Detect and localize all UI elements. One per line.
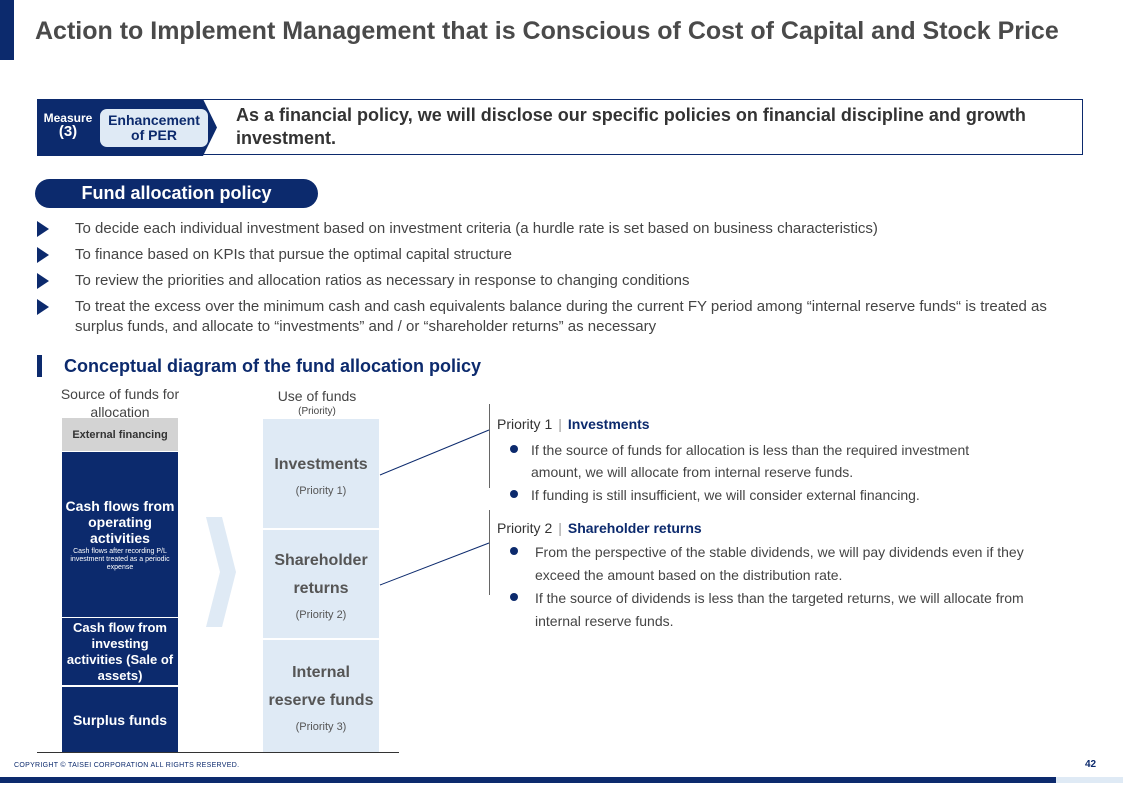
priority-item: If the source of funds for allocation is… (505, 439, 995, 483)
operating-note: Cash flows after recording P/L investmen… (70, 547, 170, 571)
source-header: Source of funds for allocation (60, 386, 180, 420)
use-investments: Investments (Priority 1) (263, 419, 379, 528)
footer-bar-accent (1056, 777, 1123, 783)
bullet-text: To finance based on KPIs that pursue the… (75, 246, 512, 263)
priority-item: If the source of dividends is less than … (505, 587, 1060, 633)
bullet-text: To decide each individual investment bas… (75, 220, 878, 237)
triangle-bullet-icon (37, 273, 49, 289)
priority-2-head: Priority 2 (497, 520, 553, 536)
dot-bullet-icon (510, 445, 518, 453)
priority-2-list: From the perspective of the stable divid… (505, 541, 1060, 633)
bullet-text: To treat the excess over the minimum cas… (75, 298, 1047, 335)
bullet-item: To finance based on KPIs that pursue the… (37, 245, 1087, 265)
priority-2-bracket (489, 510, 490, 595)
use-header-sub: (Priority) (298, 406, 336, 417)
source-surplus-funds: Surplus funds (62, 686, 178, 752)
measure-tag: Enhancement of PER (100, 109, 208, 147)
use-label: Investments (274, 455, 368, 473)
section-accent-bar (37, 355, 42, 377)
priority-1-list: If the source of funds for allocation is… (505, 439, 995, 506)
use-priority: (Priority 1) (295, 484, 347, 497)
bullet-text: To review the priorities and allocation … (75, 272, 690, 289)
priority-item-text: If the source of funds for allocation is… (531, 442, 970, 480)
measure-label-text: Measure (43, 111, 93, 125)
page-title: Action to Implement Management that is C… (35, 17, 1059, 45)
use-header-text: Use of funds (277, 388, 357, 404)
priority-1-bracket (489, 404, 490, 488)
diagram-baseline (37, 752, 399, 753)
source-operating-cash-flows: Cash flows from operating activities Cas… (62, 452, 178, 617)
priority-item-text: From the perspective of the stable divid… (535, 544, 1024, 583)
copyright: COPYRIGHT © TAISEI CORPORATION ALL RIGHT… (14, 762, 240, 769)
priority-item: If funding is still insufficient, we wil… (505, 484, 995, 506)
use-header: Use of funds (Priority) (262, 388, 372, 420)
use-shareholder-returns: Shareholder returns (Priority 2) (263, 530, 379, 638)
diagram-title: Conceptual diagram of the fund allocatio… (64, 356, 482, 376)
priority-1-label: Investments (567, 416, 650, 432)
operating-label: Cash flows from operating activities (65, 497, 175, 546)
measure-text: As a financial policy, we will disclose … (236, 105, 1026, 148)
priority-1-head: Priority 1 (497, 416, 553, 432)
dot-bullet-icon (510, 490, 518, 498)
measure-number: (3) (58, 123, 78, 140)
connector-lines (379, 429, 490, 586)
priority-2-label: Shareholder returns (567, 520, 702, 536)
priority-item: From the perspective of the stable divid… (505, 541, 1060, 587)
source-external-financing: External financing (62, 418, 178, 451)
measure-label: Measure (3) (42, 111, 94, 139)
use-priority: (Priority 2) (295, 609, 347, 621)
triangle-bullet-icon (37, 221, 49, 237)
dot-bullet-icon (510, 547, 518, 555)
triangle-bullet-icon (37, 247, 49, 263)
policy-pill: Fund allocation policy (35, 179, 318, 208)
bullet-item: To treat the excess over the minimum cas… (37, 297, 1087, 337)
priority-item-text: If the source of dividends is less than … (535, 590, 1024, 629)
bullet-item: To decide each individual investment bas… (37, 219, 1087, 239)
priority-1-heading: Priority 1|Investments (497, 416, 650, 432)
policy-bullet-list: To decide each individual investment bas… (37, 219, 1087, 343)
page-number: 42 (1085, 759, 1097, 770)
chevron-right-icon (206, 517, 236, 627)
use-priority: (Priority 3) (295, 721, 347, 733)
footer-bar (0, 777, 1056, 783)
priority-2-heading: Priority 2|Shareholder returns (497, 520, 702, 536)
use-label: Internal reserve funds (268, 664, 374, 709)
triangle-bullet-icon (37, 299, 49, 315)
use-label: Shareholder returns (274, 552, 368, 597)
use-internal-reserve-funds: Internal reserve funds (Priority 3) (263, 640, 379, 752)
dot-bullet-icon (510, 593, 518, 601)
priority-item-text: If funding is still insufficient, we wil… (531, 487, 920, 503)
bullet-item: To review the priorities and allocation … (37, 271, 1087, 291)
corner-accent-bar (0, 0, 14, 60)
source-investing-cash-flow: Cash flow from investing activities (Sal… (62, 617, 178, 685)
